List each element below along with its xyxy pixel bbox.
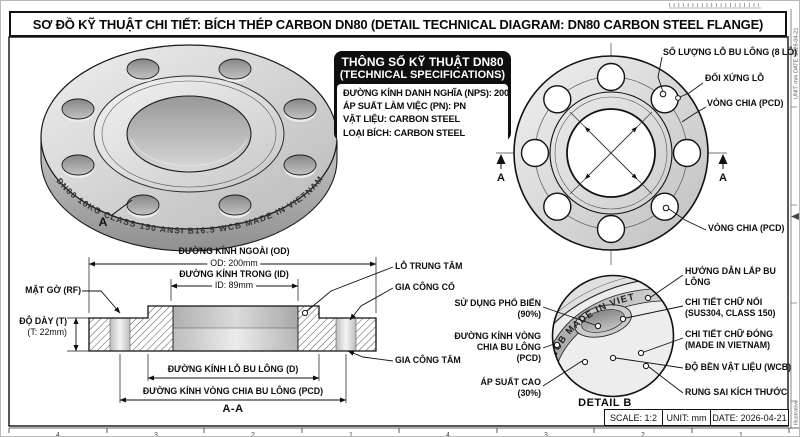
pcd-dia-label: ĐƯỜNG KÍNH VÒNG CHIA BU LÔNG (PCD) (142, 386, 324, 396)
callout-stamped-text: CHI TIẾT CHỮ ĐÓNG (685, 329, 773, 339)
callout-bolt-guide-line1: HƯỚNG DẪN LẮP BU (685, 266, 776, 276)
callout-bolt-guide-line2: LÔNG (685, 277, 711, 287)
iso-flange-view: DN80 16KG CLASS 150 ANSI B16.5 WCB MADE … (40, 44, 338, 252)
spec-title-vi: THÔNG SỐ KỸ THUẬT DN80 (341, 55, 504, 69)
callout-dimension-tolerance: RUNG SAI KÍCH THƯỚC (685, 387, 788, 397)
corner-note-text: Illustrative (794, 400, 800, 425)
callout-common-use: SỬ DỤNG PHỔ BIẾN (454, 298, 541, 308)
front-callout-leaders (657, 56, 707, 231)
callout-high-pressure-value: (30%) (517, 388, 541, 398)
front-flange-view: A A (496, 43, 728, 265)
rf-label: MẶT GỜ (RF) (25, 285, 81, 295)
drawing-frame: 4 3 2 1 4 3 2 1 UNIT: mm DATE: 2026-04-2… (8, 3, 800, 437)
callout-fixed-machining: GIA CÔNG CỐ (395, 282, 455, 292)
svg-text:3: 3 (154, 432, 158, 437)
svg-text:1: 1 (349, 432, 353, 437)
callout-pcd-upper: VÒNG CHIA (PCD) (707, 98, 784, 108)
spec-box-header: THÔNG SỐ KỸ THUẬT DN80 (TECHNICAL SPECIF… (337, 54, 508, 84)
callout-pcd-line1: ĐƯỜNG KÍNH VÒNG (454, 331, 541, 341)
svg-text:A: A (497, 172, 505, 184)
svg-text:4: 4 (56, 432, 60, 437)
svg-text:4: 4 (446, 432, 450, 437)
spec-title-en: (TECHNICAL SPECIFICATIONS) (339, 69, 506, 81)
section-cut-markers: A A (496, 154, 728, 184)
svg-text:2: 2 (641, 432, 645, 437)
unit-cell: UNIT: mm (663, 409, 711, 426)
detail-name: DETAIL B (578, 397, 632, 409)
callout-pcd-line3: (PCD) (516, 353, 541, 363)
id-label: ĐƯỜNG KÍNH TRONG (ID) (179, 269, 289, 279)
spec-row-pn: ÁP SUẤT LÀM VIỆC (PN): PN (343, 101, 466, 112)
detail-anchor-dots (553, 294, 652, 370)
callout-raised-text: CHI TIẾT CHỮ NỔI (685, 297, 763, 307)
iso-section-marker: A (99, 215, 108, 229)
od-label: ĐƯỜNG KÍNH NGOÀI (OD) (178, 246, 290, 256)
callout-raised-text-value: (SUS304, CLASS 150) (685, 308, 776, 318)
title-block: SCALE: 1:2 UNIT: mm DATE: 2026-04-21 (604, 409, 789, 426)
detail-callout-leaders (542, 274, 684, 394)
callout-pcd-lower: VÒNG CHIA (PCD) (708, 223, 785, 233)
thickness-value: (T: 22mm) (27, 327, 67, 337)
spec-box: THÔNG SỐ KỸ THUẬT DN80 (TECHNICAL SPECIF… (334, 51, 511, 142)
spec-row-material: VẬT LIỆU: CARBON STEEL (343, 114, 460, 125)
ruler-arrow-icon (791, 213, 799, 220)
callout-pcd-line2: CHIA BU LÔNG (476, 342, 541, 352)
thickness-label: ĐỘ DÀY (T) (19, 316, 67, 326)
zone-numbers: 4 3 2 1 4 3 2 1 (56, 432, 743, 437)
iso-bolt-holes (61, 58, 317, 218)
callout-bolt-count: SỐ LƯỢNG LỖ BU LÔNG (8 LỖ) (663, 47, 798, 57)
drawing-title: SƠ ĐỒ KỸ THUẬT CHI TIẾT: BÍCH THÉP CARBO… (9, 11, 787, 37)
callout-center-machining: GIA CÔNG TÂM (395, 355, 461, 365)
callout-center-hole: LỖ TRUNG TÂM (395, 261, 463, 271)
svg-text:1: 1 (739, 432, 743, 437)
front-bolt-holes (520, 62, 702, 244)
section-name: A-A (222, 403, 244, 415)
scale-cell: SCALE: 1:2 (604, 409, 663, 426)
side-note-text: UNIT: mm DATE: 2026-04-21 (794, 28, 800, 99)
callout-high-pressure: ÁP SUẤT CAO (480, 377, 541, 387)
callout-material-strength: ĐỘ BỀN VẬT LIỆU (WCB) (685, 362, 792, 372)
svg-text:2: 2 (251, 432, 255, 437)
callout-common-use-value: (90%) (517, 309, 541, 319)
od-value: OD: 200mm (207, 258, 261, 269)
bolt-hole-dia-label: ĐƯỜNG KÍNH LỖ BU LÔNG (D) (167, 364, 299, 374)
callout-stamped-text-value: (MADE IN VIETNAM) (685, 340, 771, 350)
date-cell: DATE: 2026-04-21 (711, 409, 789, 426)
section-view-drawing (67, 257, 394, 403)
svg-text:3: 3 (544, 432, 548, 437)
callout-hole-symmetry: ĐỐI XỨNG LỖ (705, 73, 765, 83)
svg-text:A: A (719, 172, 727, 184)
spec-box-body: ĐƯỜNG KÍNH DANH NGHĨA (NPS): 200 ÁP SUẤT… (337, 84, 509, 142)
detail-b-drawing: 5 WCB MADE IN VIET (542, 274, 684, 398)
spec-row-nps: ĐƯỜNG KÍNH DANH NGHĨA (NPS): 200 (343, 88, 509, 98)
id-value: ID: 89mm (211, 280, 257, 291)
spec-row-type: LOẠI BÍCH: CARBON STEEL (343, 127, 465, 138)
